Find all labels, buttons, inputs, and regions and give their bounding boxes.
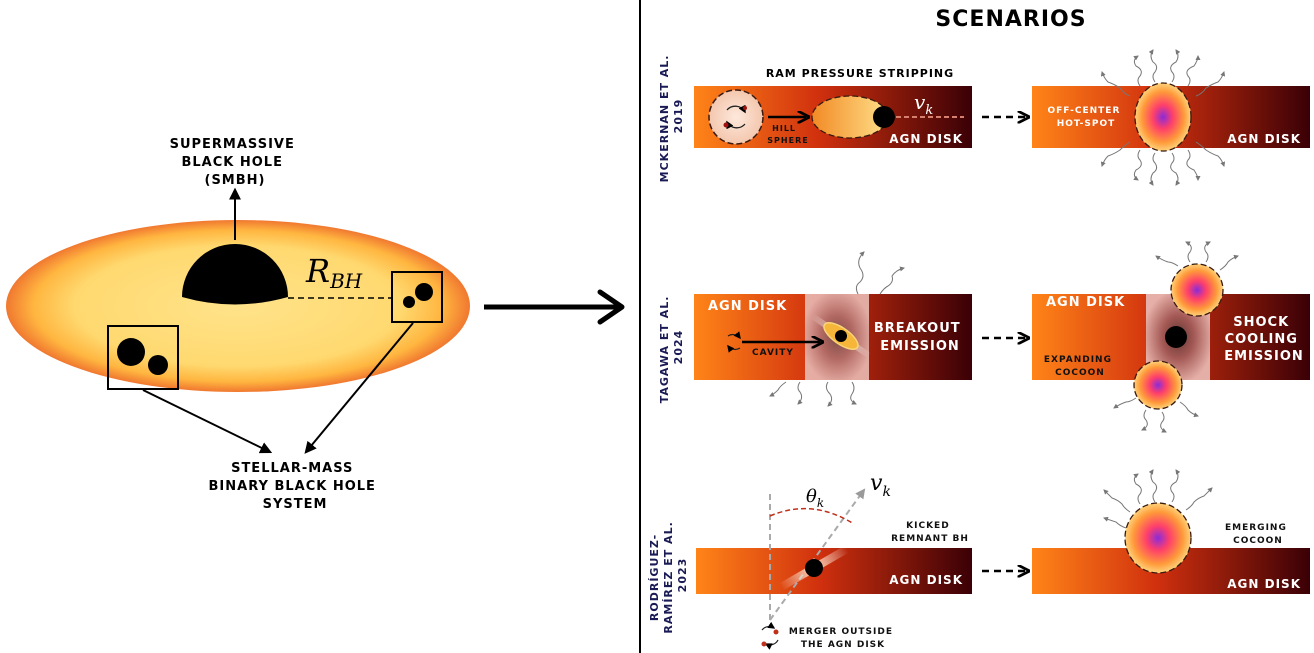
orbit-arc-5 <box>761 621 776 631</box>
photon-lines-2 <box>769 251 905 407</box>
orbit-arc-1 <box>726 104 746 114</box>
binary-arrow-left <box>142 389 273 454</box>
orbit-arc-3 <box>727 331 741 340</box>
binary-box-left <box>107 325 179 390</box>
vk-symbol-1: vk <box>914 90 933 118</box>
orbit-arc-2 <box>726 120 746 130</box>
binary-dot-2 <box>743 106 747 110</box>
scenario-tagawa: TAGAWA ET AL. 2024 AGN DISK CAVITY BREAK… <box>658 241 1310 433</box>
agn-disk-label-1-right: AGN DISK <box>1227 132 1301 146</box>
binary-dot-4 <box>761 641 767 647</box>
smbh-shape <box>182 244 288 305</box>
bh-kicked <box>805 559 823 577</box>
main-arrow-head <box>597 289 625 325</box>
bh-small-left <box>148 355 168 375</box>
bh-cavity <box>835 330 847 342</box>
binary-dot-1 <box>723 122 729 128</box>
agn-disk-label-3-right: AGN DISK <box>1227 577 1301 591</box>
cocoon-top <box>1170 263 1224 317</box>
hill-sphere-label: HILL SPHERE <box>767 124 808 145</box>
bh-small-right <box>403 296 415 308</box>
agn-disk-label-2-left: AGN DISK <box>708 299 787 314</box>
scenario-3-ref: RODRÍGUEZ- RAMÍREZ ET AL. 2023 <box>648 516 689 633</box>
kicked-label: KICKED REMNANT BH <box>891 521 969 544</box>
agn-disk-label-1-left: AGN DISK <box>889 132 963 146</box>
hot-spot-label: OFF-CENTER HOT-SPOT <box>1047 106 1124 129</box>
vk-arrow-3 <box>769 488 866 621</box>
bh-large-left <box>117 338 145 366</box>
photon-lines-3 <box>1113 241 1239 433</box>
agn-disk-label-2-right: AGN DISK <box>1046 295 1125 310</box>
breakout-label: BREAKOUT EMISSION <box>874 321 966 354</box>
merger-label: MERGER OUTSIDE THE AGN DISK <box>789 627 897 650</box>
overview-panel: SUPERMASSIVE BLACK HOLE (SMBH) RBH STELL… <box>6 137 470 512</box>
photon-lines-1 <box>1100 49 1226 186</box>
orbit-arc-4 <box>727 344 741 353</box>
scenario-rodriguez: RODRÍGUEZ- RAMÍREZ ET AL. 2023 θk vk KIC… <box>648 469 1310 650</box>
binary-box-right <box>391 271 443 323</box>
hot-spot <box>1134 82 1192 152</box>
orbit-arc-6 <box>764 639 779 650</box>
bh-large-right <box>415 283 433 301</box>
emerging-cocoon <box>1124 502 1192 574</box>
expanding-cocoon-label: EXPANDING COCOON <box>1044 355 1116 378</box>
smbh-label: SUPERMASSIVE BLACK HOLE (SMBH) <box>170 137 301 188</box>
binary-label: STELLAR-MASS BINARY BLACK HOLE SYSTEM <box>209 461 382 512</box>
binary-arrow-right <box>304 322 414 454</box>
photon-lines-4 <box>1103 469 1213 529</box>
radius-symbol: RBH <box>305 252 363 293</box>
cavity-label: CAVITY <box>752 348 794 358</box>
binary-dot-3 <box>773 629 779 635</box>
bh-remnant-1 <box>873 106 895 128</box>
vk-symbol-3: vk <box>870 471 891 500</box>
scenario-2-ref: TAGAWA ET AL. 2024 <box>658 291 685 404</box>
scenario-1-title: RAM PRESSURE STRIPPING <box>766 67 954 80</box>
agn-disk-label-3-left: AGN DISK <box>889 573 963 587</box>
bh-cocoon <box>1165 326 1187 348</box>
scenarios-title: SCENARIOS <box>935 7 1086 32</box>
shock-cooling-label: SHOCK COOLING EMISSION <box>1224 315 1304 364</box>
scenario-1-ref: MCKERNAN ET AL. 2019 <box>658 50 685 183</box>
theta-arc <box>769 507 855 525</box>
cocoon-bottom <box>1133 360 1183 410</box>
hill-sphere <box>708 89 764 145</box>
scenario-mckernan: MCKERNAN ET AL. 2019 RAM PRESSURE STRIPP… <box>658 49 1310 186</box>
emerging-cocoon-label: EMERGING COCOON <box>1225 523 1291 546</box>
theta-symbol: θk <box>806 486 824 510</box>
